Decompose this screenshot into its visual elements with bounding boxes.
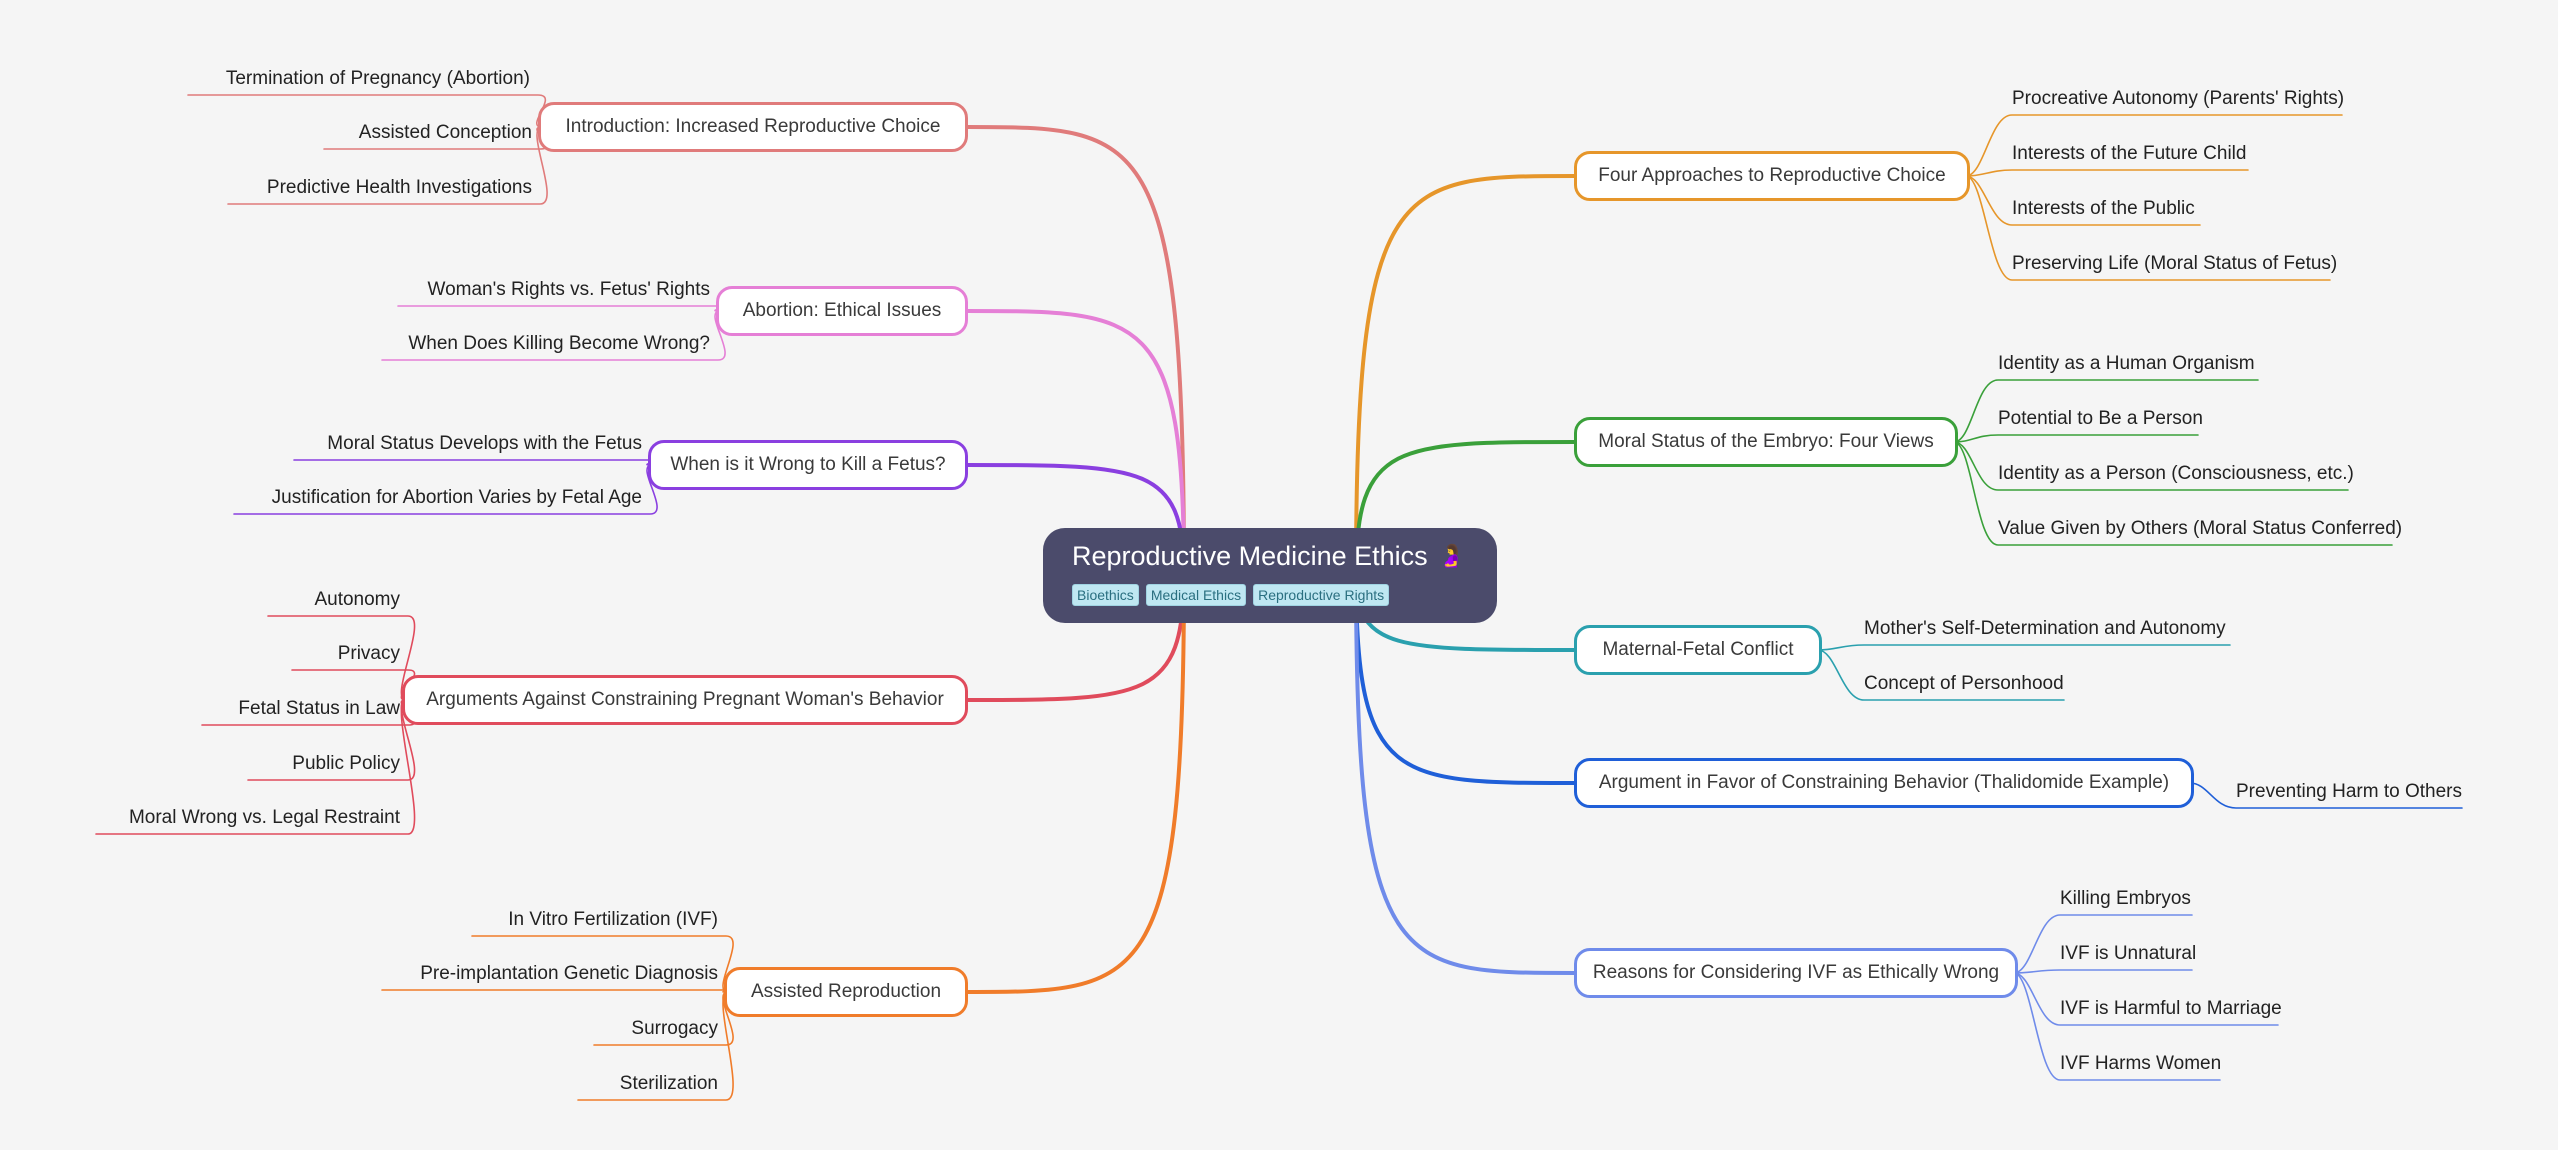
leaf-surrogacy[interactable]: Surrogacy <box>631 1018 718 1039</box>
connector-leaf-privacy <box>291 669 416 701</box>
leaf-preserving-life-moral-status-of-fetus[interactable]: Preserving Life (Moral Status of Fetus) <box>2012 253 2338 274</box>
leaf-moral-status-develops-with-the-fetus[interactable]: Moral Status Develops with the Fetus <box>327 433 642 454</box>
leaf-preventing-harm-to-others[interactable]: Preventing Harm to Others <box>2236 781 2462 802</box>
leaf-ivf-is-harmful-to-marriage[interactable]: IVF is Harmful to Marriage <box>2060 998 2282 1019</box>
connector-leaf-ivf-harms-women <box>2013 972 2221 1081</box>
connector-leaf-killing-embryos <box>2013 914 2193 974</box>
connector-abortion-ethical-issues <box>966 309 1186 577</box>
connector-leaf-procreative-autonomy-parents-rights <box>1965 114 2343 177</box>
leaf-killing-embryos[interactable]: Killing Embryos <box>2060 888 2191 909</box>
leaf-interests-of-the-public[interactable]: Interests of the Public <box>2012 198 2195 219</box>
tag-medical-ethics[interactable]: Medical Ethics <box>1145 584 1247 606</box>
branch-abortion-ethical-issues[interactable]: Abortion: Ethical Issues <box>716 286 968 336</box>
connector-leaf-predictive-health-investigations <box>227 126 548 205</box>
connector-leaf-concept-of-personhood <box>1817 649 2065 701</box>
connector-leaf-moral-status-develops-with-the-fetus <box>293 459 658 466</box>
branch-argument-in-favor-of-constraining-behavior-thalidomide-example[interactable]: Argument in Favor of Constraining Behavi… <box>1574 758 2194 808</box>
leaf-predictive-health-investigations[interactable]: Predictive Health Investigations <box>266 177 532 198</box>
leaf-autonomy[interactable]: Autonomy <box>314 589 400 610</box>
leaf-value-given-by-others-moral-status-conferred[interactable]: Value Given by Others (Moral Status Conf… <box>1998 518 2403 539</box>
leaf-termination-of-pregnancy-abortion[interactable]: Termination of Pregnancy (Abortion) <box>225 68 530 89</box>
leaf-woman-s-rights-vs-fetus-rights[interactable]: Woman's Rights vs. Fetus' Rights <box>427 279 711 300</box>
leaf-ivf-is-unnatural[interactable]: IVF is Unnatural <box>2060 943 2197 964</box>
leaf-mother-s-self-determination-and-autonomy[interactable]: Mother's Self-Determination and Autonomy <box>1864 618 2226 639</box>
leaf-potential-to-be-a-person[interactable]: Potential to Be a Person <box>1998 408 2203 429</box>
leaf-when-does-killing-become-wrong[interactable]: When Does Killing Become Wrong? <box>408 333 710 354</box>
connector-assisted-reproduction <box>966 573 1186 994</box>
connector-leaf-when-does-killing-become-wrong <box>381 310 726 361</box>
connector-leaf-interests-of-the-future-child <box>1965 169 2249 177</box>
pregnant-woman-icon: 🤰 <box>1437 543 1466 568</box>
leaf-identity-as-a-person-consciousness-etc[interactable]: Identity as a Person (Consciousness, etc… <box>1998 463 2354 484</box>
connector-leaf-mother-s-self-determination-and-autonomy <box>1817 644 2231 651</box>
leaf-public-policy[interactable]: Public Policy <box>292 753 400 774</box>
connector-leaf-moral-wrong-vs-legal-restraint <box>95 699 416 835</box>
branch-assisted-reproduction[interactable]: Assisted Reproduction <box>724 967 968 1017</box>
connector-leaf-ivf-is-unnatural <box>2013 969 2193 974</box>
leaf-sterilization[interactable]: Sterilization <box>619 1073 718 1094</box>
branch-introduction-increased-reproductive-choice[interactable]: Introduction: Increased Reproductive Cho… <box>538 102 968 152</box>
branch-maternal-fetal-conflict[interactable]: Maternal-Fetal Conflict <box>1574 625 1822 675</box>
leaf-concept-of-personhood[interactable]: Concept of Personhood <box>1864 673 2064 694</box>
tag-reproductive-rights[interactable]: Reproductive Rights <box>1253 584 1390 606</box>
connector-leaf-identity-as-a-human-organism <box>1953 379 2259 443</box>
leaf-assisted-conception[interactable]: Assisted Conception <box>358 122 532 143</box>
leaf-interests-of-the-future-child[interactable]: Interests of the Future Child <box>2012 143 2247 164</box>
connector-leaf-potential-to-be-a-person <box>1953 434 2199 443</box>
central-topic[interactable]: Reproductive Medicine Ethics 🤰 Bioethics… <box>1043 528 1497 623</box>
connector-introduction-increased-reproductive-choice <box>966 125 1186 577</box>
connector-leaf-pre-implantation-genetic-diagnosis <box>381 989 734 993</box>
leaf-ivf-harms-women[interactable]: IVF Harms Women <box>2060 1053 2222 1074</box>
branch-when-is-it-wrong-to-kill-a-fetus[interactable]: When is it Wrong to Kill a Fetus? <box>648 440 968 490</box>
branch-reasons-for-considering-ivf-as-ethically-wrong[interactable]: Reasons for Considering IVF as Ethically… <box>1574 948 2018 998</box>
leaf-privacy[interactable]: Privacy <box>337 643 400 664</box>
leaf-procreative-autonomy-parents-rights[interactable]: Procreative Autonomy (Parents' Rights) <box>2012 88 2345 109</box>
connector-leaf-ivf-is-harmful-to-marriage <box>2013 972 2279 1026</box>
connector-leaf-value-given-by-others-moral-status-conferred <box>1953 441 2393 546</box>
connector-four-approaches-to-reproductive-choice <box>1354 174 1576 577</box>
connector-leaf-interests-of-the-public <box>1965 175 2201 226</box>
connector-leaf-sterilization <box>577 991 734 1101</box>
leaf-identity-as-a-human-organism[interactable]: Identity as a Human Organism <box>1998 353 2255 374</box>
leaf-moral-wrong-vs-legal-restraint[interactable]: Moral Wrong vs. Legal Restraint <box>128 807 400 828</box>
tag-bioethics[interactable]: Bioethics <box>1072 584 1139 606</box>
connector-leaf-woman-s-rights-vs-fetus-rights <box>397 305 726 312</box>
leaf-justification-for-abortion-varies-by-fetal-age[interactable]: Justification for Abortion Varies by Fet… <box>271 487 642 508</box>
connector-leaf-identity-as-a-person-consciousness-etc <box>1953 441 2349 491</box>
branch-arguments-against-constraining-pregnant-woman-s-behavior[interactable]: Arguments Against Constraining Pregnant … <box>402 675 968 725</box>
connector-leaf-justification-for-abortion-varies-by-fetal-age <box>233 464 658 515</box>
branch-moral-status-of-the-embryo-four-views[interactable]: Moral Status of the Embryo: Four Views <box>1574 417 1958 467</box>
central-title: Reproductive Medicine Ethics <box>1072 541 1428 571</box>
branch-four-approaches-to-reproductive-choice[interactable]: Four Approaches to Reproductive Choice <box>1574 151 1970 201</box>
connector-reasons-for-considering-ivf-as-ethically-wrong <box>1354 573 1576 975</box>
tag-list: Bioethics Medical Ethics Reproductive Ri… <box>1072 584 1481 606</box>
leaf-pre-implantation-genetic-diagnosis[interactable]: Pre-implantation Genetic Diagnosis <box>420 963 718 984</box>
leaf-in-vitro-fertilization-ivf[interactable]: In Vitro Fertilization (IVF) <box>508 909 718 930</box>
leaf-fetal-status-in-law[interactable]: Fetal Status in Law <box>238 698 400 719</box>
connector-leaf-preventing-harm-to-others <box>2189 782 2463 809</box>
connector-leaf-preserving-life-moral-status-of-fetus <box>1965 175 2331 281</box>
